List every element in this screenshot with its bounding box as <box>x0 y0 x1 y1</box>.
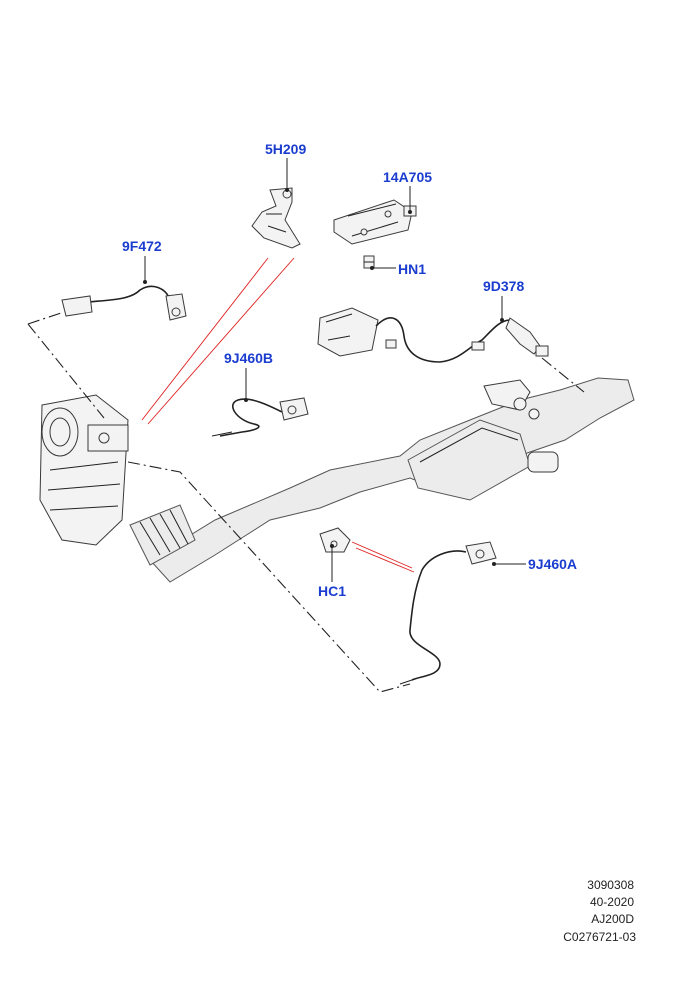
red-leader-HC1 <box>351 541 415 573</box>
catalytic-converter <box>39 394 129 546</box>
dashed-link-9J460A <box>127 461 411 693</box>
callout-9J460A: 9J460A <box>528 556 578 572</box>
bolt-HN1 <box>363 255 375 269</box>
callout-5H209: 5H209 <box>265 141 307 157</box>
callout-HC1: HC1 <box>318 583 347 599</box>
callout-leaders <box>143 158 526 582</box>
silencer <box>407 419 531 501</box>
sensor-9J460A <box>399 541 497 685</box>
reference-line-4: C0276721-03 <box>563 930 636 944</box>
red-leader-5H209 <box>141 257 295 425</box>
flex-pipe <box>129 504 196 566</box>
sensor-9J460B <box>211 397 309 437</box>
sensor-9D378 <box>317 307 549 363</box>
bracket-rear <box>483 379 540 420</box>
rear-hanger <box>527 451 559 473</box>
reference-line-3: AJ200D <box>591 912 634 926</box>
clip-HC1 <box>319 527 351 553</box>
module-14A705 <box>333 199 417 245</box>
dashed-link-9D378 <box>541 357 585 393</box>
callout-HN1: HN1 <box>398 261 427 277</box>
callout-14A705: 14A705 <box>383 169 433 185</box>
callout-9F472: 9F472 <box>122 238 162 254</box>
callout-9J460B: 9J460B <box>224 350 274 366</box>
bracket-5H209 <box>251 187 301 249</box>
dashed-link-9F472 <box>27 311 105 419</box>
exhaust-system <box>39 377 635 583</box>
sensor-9F472 <box>61 285 187 321</box>
reference-line-2: 40-2020 <box>589 895 634 909</box>
callout-9D378: 9D378 <box>483 278 525 294</box>
reference-line-1: 3090308 <box>587 878 634 892</box>
